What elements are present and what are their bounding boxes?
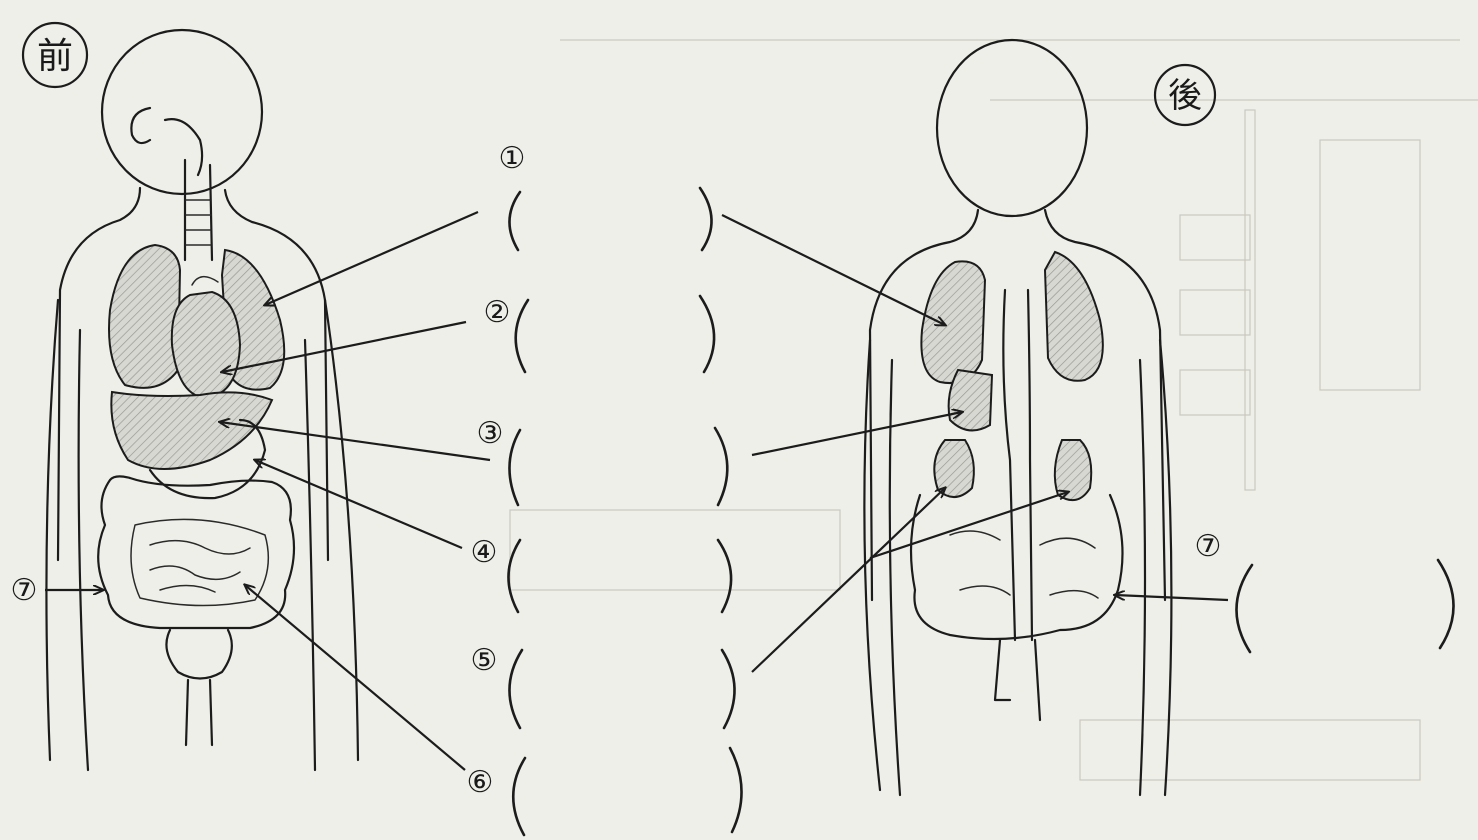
blank-3[interactable] — [509, 428, 727, 505]
blank-4[interactable] — [508, 540, 731, 612]
blank-1[interactable] — [509, 188, 711, 250]
kidney-left-back — [934, 440, 974, 497]
number-5: ⑤ — [471, 643, 498, 678]
lung-right-back — [1045, 252, 1103, 381]
back-label: 後 — [1155, 65, 1215, 125]
liver-back — [949, 370, 992, 430]
number-6: ⑥ — [467, 765, 494, 800]
arrow-5-right-kidney — [870, 492, 1068, 558]
front-body-figure — [46, 30, 358, 770]
number-7-back: ⑦ — [1195, 529, 1222, 564]
show-through-background — [510, 40, 1478, 780]
back-label-text: 後 — [1168, 76, 1202, 116]
arrow-5-left-kidney — [752, 488, 945, 672]
front-label: 前 — [23, 23, 87, 87]
number-1: ① — [499, 141, 526, 176]
kidney-right-back — [1055, 440, 1091, 500]
arrow-1-front — [265, 212, 478, 305]
blank-6[interactable] — [513, 748, 741, 835]
arrow-1-back — [722, 215, 945, 325]
lung-left-back — [921, 261, 985, 383]
front-label-text: 前 — [37, 36, 73, 77]
number-7-front: ⑦ — [11, 573, 38, 608]
number-2: ② — [484, 295, 511, 330]
lung-left-front — [109, 245, 180, 388]
blank-5[interactable] — [509, 650, 734, 728]
blank-7[interactable] — [1236, 560, 1453, 652]
back-body-figure — [864, 40, 1171, 795]
number-4: ④ — [471, 535, 498, 570]
arrow-3-front — [220, 422, 490, 460]
arrow-3-back — [752, 412, 962, 455]
blank-2[interactable] — [516, 296, 714, 372]
arrow-4 — [255, 460, 462, 548]
heart-front — [172, 292, 240, 398]
number-3: ③ — [477, 416, 504, 451]
liver-front — [111, 392, 272, 469]
